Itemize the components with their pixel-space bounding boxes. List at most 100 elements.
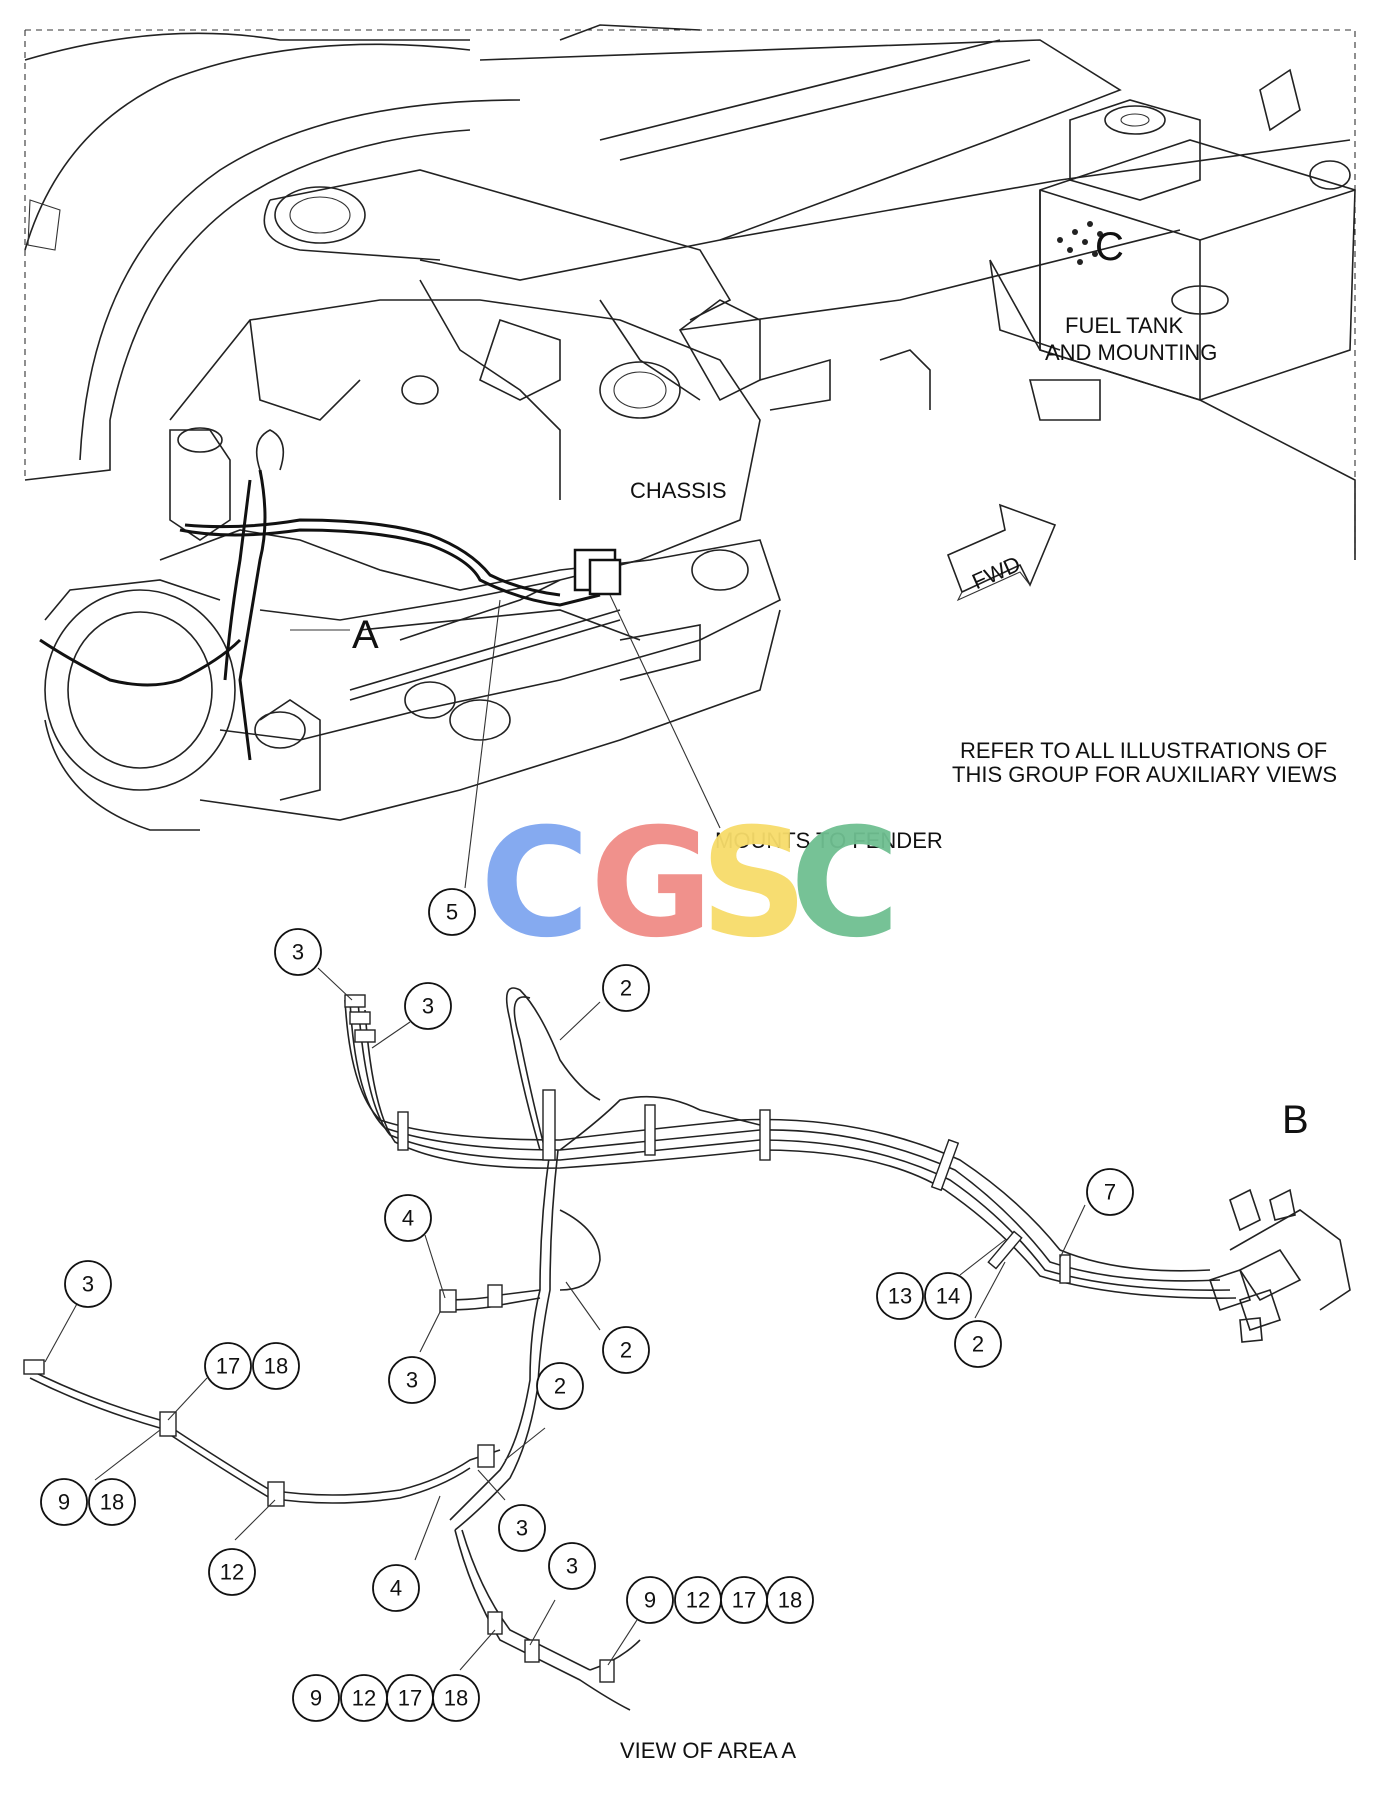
chassis-illustration: FWD C FUEL TANK AND MOUNTING CHASSIS A R… [24, 24, 1356, 1763]
callout-number: 3 [292, 940, 304, 965]
callout-circle [536, 1362, 584, 1410]
callout-3a: 3 [274, 928, 322, 976]
callout-circle [252, 1342, 300, 1390]
fuel-tank-label-2: AND MOUNTING [1045, 340, 1217, 365]
watermark-letter-4: C [790, 797, 900, 971]
area-a-label: A [352, 613, 379, 657]
callout-circle [876, 1272, 924, 1320]
callout-circle [292, 1674, 340, 1722]
callout-9c: 9 [292, 1674, 340, 1722]
callout-number: 12 [352, 1686, 376, 1711]
callout-circle [274, 928, 322, 976]
callout-number: 3 [516, 1516, 528, 1541]
callout-circle [602, 964, 650, 1012]
callout-number: 3 [566, 1554, 578, 1579]
callout-number: 4 [390, 1576, 402, 1601]
callout-2d: 2 [536, 1362, 584, 1410]
callout-4b: 4 [372, 1564, 420, 1612]
connector-cluster-b [1208, 1188, 1351, 1343]
callout-17c: 17 [386, 1674, 434, 1722]
callout-number: 5 [446, 900, 458, 925]
callout-circle [88, 1478, 136, 1526]
fwd-arrow-icon: FWD [946, 503, 1057, 602]
view-of-area-a-label: VIEW OF AREA A [620, 1738, 796, 1763]
callout-3c: 3 [388, 1356, 436, 1404]
callout-3f: 3 [548, 1542, 596, 1590]
callout-number: 18 [100, 1490, 124, 1515]
callout-circle [388, 1356, 436, 1404]
callout-number: 18 [778, 1588, 802, 1613]
area-b-label: B [1282, 1098, 1309, 1142]
callout-9b: 9 [626, 1576, 674, 1624]
callout-5: 5 [428, 888, 476, 936]
callout-4a: 4 [384, 1194, 432, 1242]
callout-number: 2 [554, 1374, 566, 1399]
callout-circle [204, 1342, 252, 1390]
callout-number: 18 [264, 1354, 288, 1379]
callout-number: 18 [444, 1686, 468, 1711]
cgsc-watermark: C G S C [480, 797, 900, 971]
callout-9a: 9 [40, 1478, 88, 1526]
callout-circle [404, 982, 452, 1030]
callout-circle [64, 1260, 112, 1308]
refer-note-line-1: REFER TO ALL ILLUSTRATIONS OF [960, 738, 1327, 763]
callout-18c: 18 [766, 1576, 814, 1624]
callout-circle [924, 1272, 972, 1320]
callout-number: 13 [888, 1284, 912, 1309]
callout-12c: 12 [340, 1674, 388, 1722]
watermark-letter-2: G [590, 797, 713, 971]
harness-clips [23, 994, 1071, 1683]
callout-2c: 2 [602, 1326, 650, 1374]
callout-12a: 12 [208, 1548, 256, 1596]
callout-number: 3 [422, 994, 434, 1019]
callout-circle [626, 1576, 674, 1624]
watermark-letter-1: C [480, 797, 590, 971]
callout-number: 3 [82, 1272, 94, 1297]
callout-number: 9 [644, 1588, 656, 1613]
callout-number: 4 [402, 1206, 414, 1231]
callout-circle [548, 1542, 596, 1590]
watermark-letter-3: S [700, 797, 808, 971]
callout-number: 2 [972, 1332, 984, 1357]
callouts: 5 3 3 2 7 13 14 2 4 3 2 3 17 18 9 18 12 2 3 4 3 9 12 17 18 9 12 17 1… [40, 888, 1134, 1722]
callout-18a: 18 [252, 1342, 300, 1390]
callout-number: 17 [732, 1588, 756, 1613]
callout-number: 17 [216, 1354, 240, 1379]
callout-number: 9 [310, 1686, 322, 1711]
callout-number: 12 [220, 1560, 244, 1585]
fwd-label: FWD [968, 551, 1024, 594]
callout-18b: 18 [88, 1478, 136, 1526]
callout-3d: 3 [64, 1260, 112, 1308]
callout-circle [372, 1564, 420, 1612]
mounts-to-fender-label: MOUNTS TO FENDER [715, 828, 943, 853]
refer-note-line-2: THIS GROUP FOR AUXILIARY VIEWS [952, 762, 1337, 787]
callout-number: 2 [620, 976, 632, 1001]
callout-7: 7 [1086, 1168, 1134, 1216]
callout-number: 9 [58, 1490, 70, 1515]
callout-2b: 2 [954, 1320, 1002, 1368]
callout-3b: 3 [404, 982, 452, 1030]
area-c-label: C [1095, 225, 1124, 269]
callout-12b: 12 [674, 1576, 722, 1624]
callout-circle [384, 1194, 432, 1242]
callout-17b: 17 [720, 1576, 768, 1624]
chassis-label: CHASSIS [630, 478, 727, 503]
tank-bolt-pattern [1057, 221, 1103, 265]
callout-circle [498, 1504, 546, 1552]
callout-circle [428, 888, 476, 936]
callout-circle [208, 1548, 256, 1596]
callout-number: 17 [398, 1686, 422, 1711]
callout-number: 12 [686, 1588, 710, 1613]
callout-17a: 17 [204, 1342, 252, 1390]
harness-detail-view: 5 3 3 2 7 13 14 2 4 3 2 3 17 18 9 18 12 2 3 4 3 9 12 17 18 9 12 17 1… [23, 888, 1351, 1722]
callout-circle [1086, 1168, 1134, 1216]
callout-circle [40, 1478, 88, 1526]
callout-number: 7 [1104, 1180, 1116, 1205]
callout-circle [432, 1674, 480, 1722]
callout-number: 14 [936, 1284, 960, 1309]
callout-18d: 18 [432, 1674, 480, 1722]
callout-leaders [44, 967, 1086, 1671]
chassis-harness [39, 429, 622, 761]
callout-circle [766, 1576, 814, 1624]
